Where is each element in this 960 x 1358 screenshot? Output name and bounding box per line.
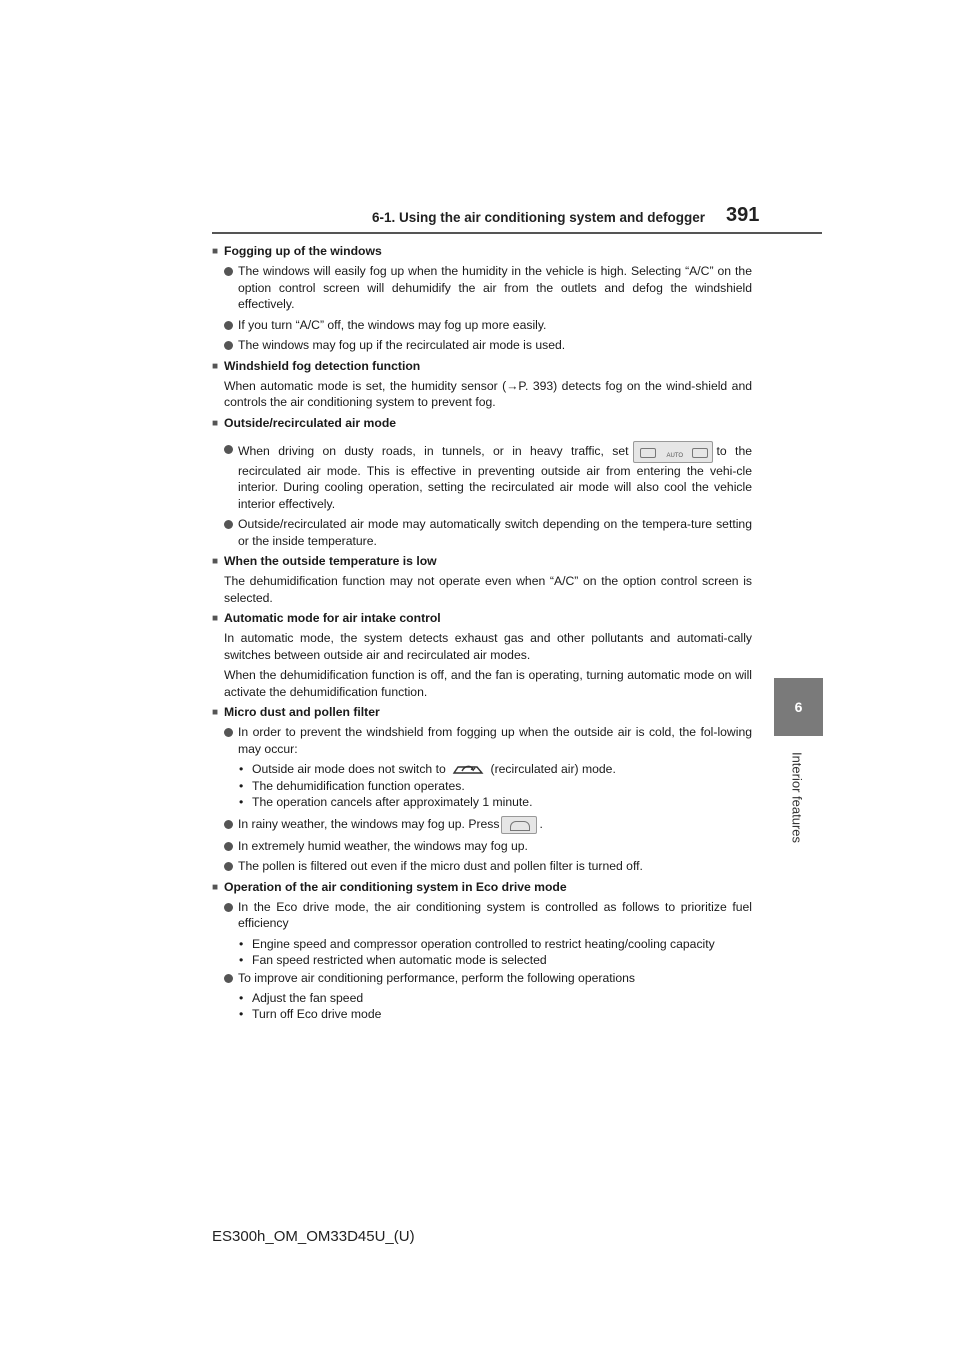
item-text: The windows may fog up if the recirculat…: [238, 338, 566, 352]
ac-auto-button-icon: AUTO: [632, 440, 713, 463]
bullet-icon: [224, 520, 233, 529]
page-number: 391: [726, 204, 760, 226]
sub-bullet: •: [239, 952, 244, 967]
bullet-icon: [224, 973, 233, 983]
item-text: To improve air conditioning performance,…: [238, 970, 635, 985]
item-text: Outside air mode does not switch to: [252, 762, 446, 776]
item-text: Engine speed and compressor operation co…: [252, 936, 715, 951]
list-item: In rainy weather, the windows may fog up…: [212, 815, 752, 834]
section-text: When the dehumidification function is of…: [224, 668, 752, 699]
section-fogging: Fogging up of the windows The windows wi…: [212, 243, 752, 354]
bullet-icon: [224, 320, 233, 330]
item-text: .: [539, 817, 543, 831]
document-code: ES300h_OM_OM33D45U_(U): [212, 1228, 415, 1245]
sub-bullet: •: [239, 1007, 244, 1022]
sub-list-item: • The dehumidification function operates.: [212, 778, 752, 794]
item-text: The dehumidification function operates.: [252, 778, 465, 793]
bullet-icon: [224, 728, 233, 737]
section-heading: Outside/recirculated air mode: [212, 415, 752, 432]
item-text: Adjust the fan speed: [252, 991, 364, 1006]
section-heading: Automatic mode for air intake control: [212, 610, 752, 627]
front-defroster-button-icon: [501, 815, 538, 834]
item-text: When driving on dusty roads, in tunnels,…: [238, 443, 629, 458]
item-text: The pollen is filtered out even if the m…: [238, 859, 643, 874]
sub-bullet: •: [239, 794, 244, 809]
sub-list-item: • Outside air mode does not switch to (re…: [212, 761, 752, 778]
sub-list-item: • The operation cancels after approximate…: [212, 794, 752, 810]
sub-list-item: • Adjust the fan speed: [212, 990, 752, 1006]
section-text: The dehumidification function may not op…: [224, 574, 752, 605]
list-item: In order to prevent the windshield from …: [212, 724, 752, 757]
list-item: To improve air conditioning performance,…: [212, 970, 752, 987]
list-item: In the Eco drive mode, the air condition…: [212, 899, 752, 932]
sub-list-item: • Fan speed restricted when automatic mod…: [212, 952, 752, 968]
list-item: The windows may fog up if the recirculat…: [212, 337, 752, 354]
section-heading: Windshield fog detection function: [212, 358, 752, 375]
section-fog-detection: Windshield fog detection function When a…: [212, 358, 752, 411]
chapter-tab: 6: [774, 678, 823, 736]
header-divider: [212, 232, 822, 234]
item-text: In extremely humid weather, the windows …: [238, 838, 528, 853]
section-low-temp: When the outside temperature is low The …: [212, 553, 752, 606]
sub-list-item: • Turn off Eco drive mode: [212, 1006, 752, 1022]
item-text: Outside/recirculated air mode may automa…: [238, 517, 752, 548]
section-text: When automatic mode is set, the humidity…: [224, 378, 752, 410]
sub-bullet: •: [239, 991, 244, 1006]
sub-bullet: •: [239, 778, 244, 793]
item-text: In order to prevent the windshield from …: [238, 725, 752, 756]
recirculated-air-icon: [452, 765, 484, 774]
bullet-icon: [224, 902, 233, 912]
item-text: Turn off Eco drive mode: [252, 1007, 382, 1022]
section-eco: Operation of the air conditioning system…: [212, 879, 752, 1023]
section-text: In automatic mode, the system detects ex…: [224, 631, 752, 662]
item-text: The windows will easily fog up when the …: [238, 264, 752, 311]
sub-bullet: •: [239, 936, 244, 951]
bullet-icon: [224, 841, 233, 851]
item-text: If you turn “A/C” off, the windows may f…: [238, 317, 547, 332]
page-body: Fogging up of the windows The windows wi…: [212, 243, 752, 1026]
list-item: If you turn “A/C” off, the windows may f…: [212, 317, 752, 334]
section-title: 6-1. Using the air conditioning system a…: [372, 210, 706, 225]
list-item: Outside/recirculated air mode may automa…: [212, 516, 752, 549]
chapter-label: Interior features: [789, 751, 805, 844]
section-auto-intake: Automatic mode for air intake control In…: [212, 610, 752, 700]
bullet-icon: [224, 862, 233, 872]
bullet-icon: [224, 341, 233, 350]
section-heading: Operation of the air conditioning system…: [212, 879, 752, 896]
item-text: (recirculated air) mode.: [490, 762, 616, 776]
section-heading: Micro dust and pollen filter: [212, 704, 752, 721]
item-text: In rainy weather, the windows may fog up…: [238, 817, 500, 831]
bullet-icon: [224, 819, 233, 829]
list-item: The pollen is filtered out even if the m…: [212, 858, 752, 875]
section-heading: When the outside temperature is low: [212, 553, 752, 570]
list-item: The windows will easily fog up when the …: [212, 263, 752, 313]
item-text: In the Eco drive mode, the air condition…: [238, 899, 752, 931]
bullet-icon: [224, 267, 233, 276]
list-item: In extremely humid weather, the windows …: [212, 838, 752, 855]
section-micro-dust: Micro dust and pollen filter In order to…: [212, 704, 752, 875]
section-outside-recirc: Outside/recirculated air mode When drivi…: [212, 415, 752, 550]
sub-list-item: • Engine speed and compressor operation c…: [212, 936, 752, 952]
list-item: When driving on dusty roads, in tunnels,…: [212, 440, 753, 513]
sub-bullet: •: [239, 762, 244, 776]
item-text: to the recirculated air mode. This is ef…: [238, 443, 753, 511]
item-text: The operation cancels after approximatel…: [252, 794, 533, 809]
bullet-icon: [224, 444, 233, 454]
item-text: Fan speed restricted when automatic mode…: [252, 952, 547, 967]
section-heading: Fogging up of the windows: [212, 243, 752, 260]
